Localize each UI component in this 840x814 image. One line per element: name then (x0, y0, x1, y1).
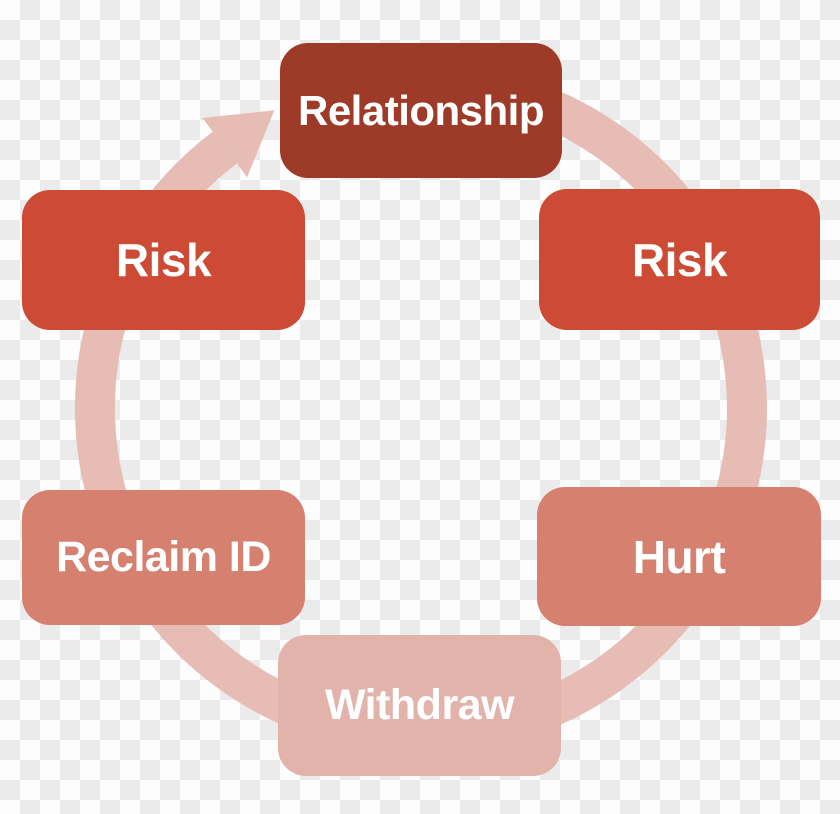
node-label: Hurt (632, 530, 726, 583)
node-reclaim-id: Reclaim ID (22, 490, 305, 625)
node-label: Relationship (297, 86, 545, 134)
node-label: Reclaim ID (56, 533, 271, 581)
node-risk-upper-right: Risk (539, 189, 820, 330)
node-label: Risk (631, 233, 728, 286)
node-withdraw: Withdraw (278, 635, 561, 776)
node-label: Withdraw (324, 681, 515, 729)
node-label: Risk (115, 234, 212, 286)
node-risk-upper-left: Risk (22, 190, 305, 330)
cycle-arrow-icon (202, 110, 275, 178)
node-relationship: Relationship (280, 43, 562, 178)
node-hurt: Hurt (537, 487, 821, 626)
